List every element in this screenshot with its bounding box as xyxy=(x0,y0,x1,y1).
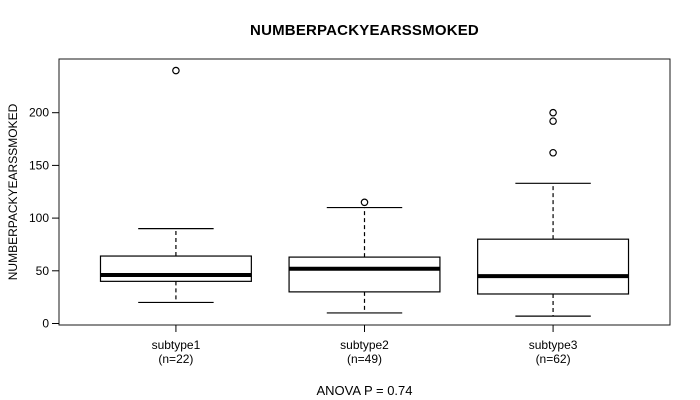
x-tick-label: subtype3 xyxy=(529,338,578,352)
outlier-point xyxy=(172,66,180,75)
x-tick-label: subtype2 xyxy=(340,338,389,352)
y-tick-label: 0 xyxy=(42,317,49,331)
y-tick-label: 150 xyxy=(29,158,49,172)
x-tick-sublabel: (n=49) xyxy=(347,352,382,366)
y-tick-label: 200 xyxy=(29,106,49,120)
iqr-box xyxy=(288,256,441,293)
y-tick-label: 50 xyxy=(36,264,50,278)
x-tick-sublabel: (n=62) xyxy=(536,352,571,366)
y-tick-label: 100 xyxy=(29,211,49,225)
iqr-box xyxy=(477,238,630,295)
x-tick-sublabel: (n=22) xyxy=(158,352,193,366)
outlier-point xyxy=(549,148,557,157)
outlier-point xyxy=(360,198,369,207)
iqr-box xyxy=(99,255,252,282)
x-tick-label: subtype1 xyxy=(152,338,201,352)
outlier-point xyxy=(549,117,557,125)
outlier-point xyxy=(549,108,557,117)
chart-title: NUMBERPACKYEARSSMOKED xyxy=(250,22,479,39)
anova-p-label: ANOVA P = 0.74 xyxy=(316,383,413,398)
